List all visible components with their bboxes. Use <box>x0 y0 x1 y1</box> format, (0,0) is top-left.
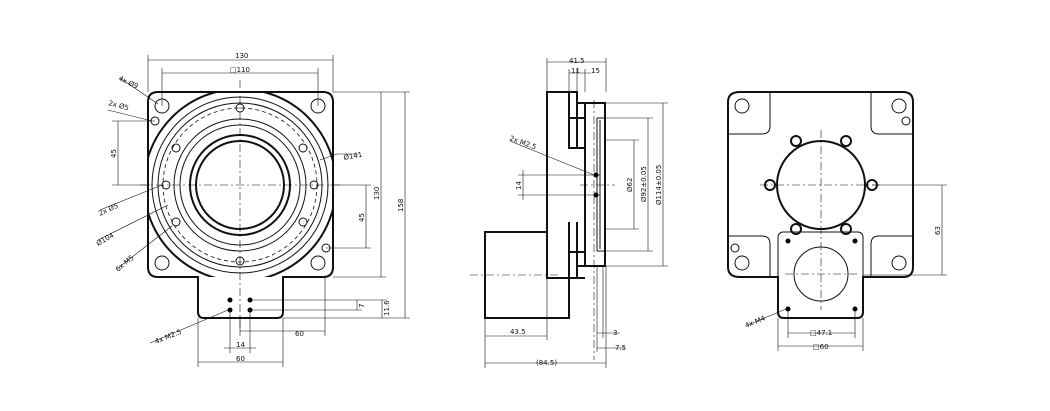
rear-holes <box>730 98 911 312</box>
dim-7: 7 <box>358 304 366 308</box>
label-2x-dia5: 2x Ø5 <box>107 99 129 112</box>
label-dia141: Ø141 <box>343 151 363 162</box>
dim-14: 14 <box>236 341 245 349</box>
label-2x-m2-5: 2x M2.5 <box>508 134 537 151</box>
label-4x-m4: 4x M4 <box>744 314 767 330</box>
label-4x-m2-5: 4x M2.5 <box>154 328 183 346</box>
dim-158-height: 158 <box>397 199 405 212</box>
label-dia104: Ø104 <box>95 231 116 248</box>
dim-45-right: 45 <box>358 213 366 222</box>
rear-outline <box>727 91 914 319</box>
motor-plate <box>777 231 864 319</box>
dim-15: 15 <box>591 67 600 75</box>
dim-130-width: 130 <box>235 52 248 60</box>
dim-3: 3 <box>613 329 617 337</box>
dim-130-height: 130 <box>373 187 381 200</box>
dim-11: 11 <box>571 67 580 75</box>
dim-square-60: □60 <box>813 343 829 351</box>
dim-60-tab: 60 <box>236 355 245 363</box>
front-view: 130 □110 4x Ø9 2x Ø5 45 2x Ø5 Ø104 6x M5… <box>95 52 410 367</box>
dim-square-110: □110 <box>230 66 250 74</box>
dim-11-6: 11.6 <box>383 300 391 316</box>
dim-41-5: 41.5 <box>569 57 585 65</box>
dim-dia62: Ø62 <box>626 178 634 192</box>
dim-7-5: 7.5 <box>615 344 626 352</box>
dim-dia114: Ø114±0.05 <box>655 165 663 205</box>
dim-45-left: 45 <box>110 149 118 158</box>
front-outline <box>147 91 334 319</box>
dim-14-side: 14 <box>515 181 523 190</box>
dim-square-47-1: □47.1 <box>810 329 832 337</box>
rear-view: 63 4x M4 □47.1 □60 <box>727 91 947 351</box>
dim-84-5: (84.5) <box>536 359 557 367</box>
side-view: 41.5 11 15 2x M2.5 14 Ø62 Ø92±0.05 Ø114±… <box>470 57 668 368</box>
dim-43-5: 43.5 <box>510 328 526 336</box>
dim-dia92: Ø92±0.05 <box>640 166 648 202</box>
label-4x-dia9: 4x Ø9 <box>117 75 139 91</box>
dim-60-offset: 60 <box>295 330 304 338</box>
label-2x-dia5-side: 2x Ø5 <box>97 202 119 218</box>
dim-63: 63 <box>934 226 942 235</box>
label-6x-m5: 6x M5 <box>114 254 135 274</box>
